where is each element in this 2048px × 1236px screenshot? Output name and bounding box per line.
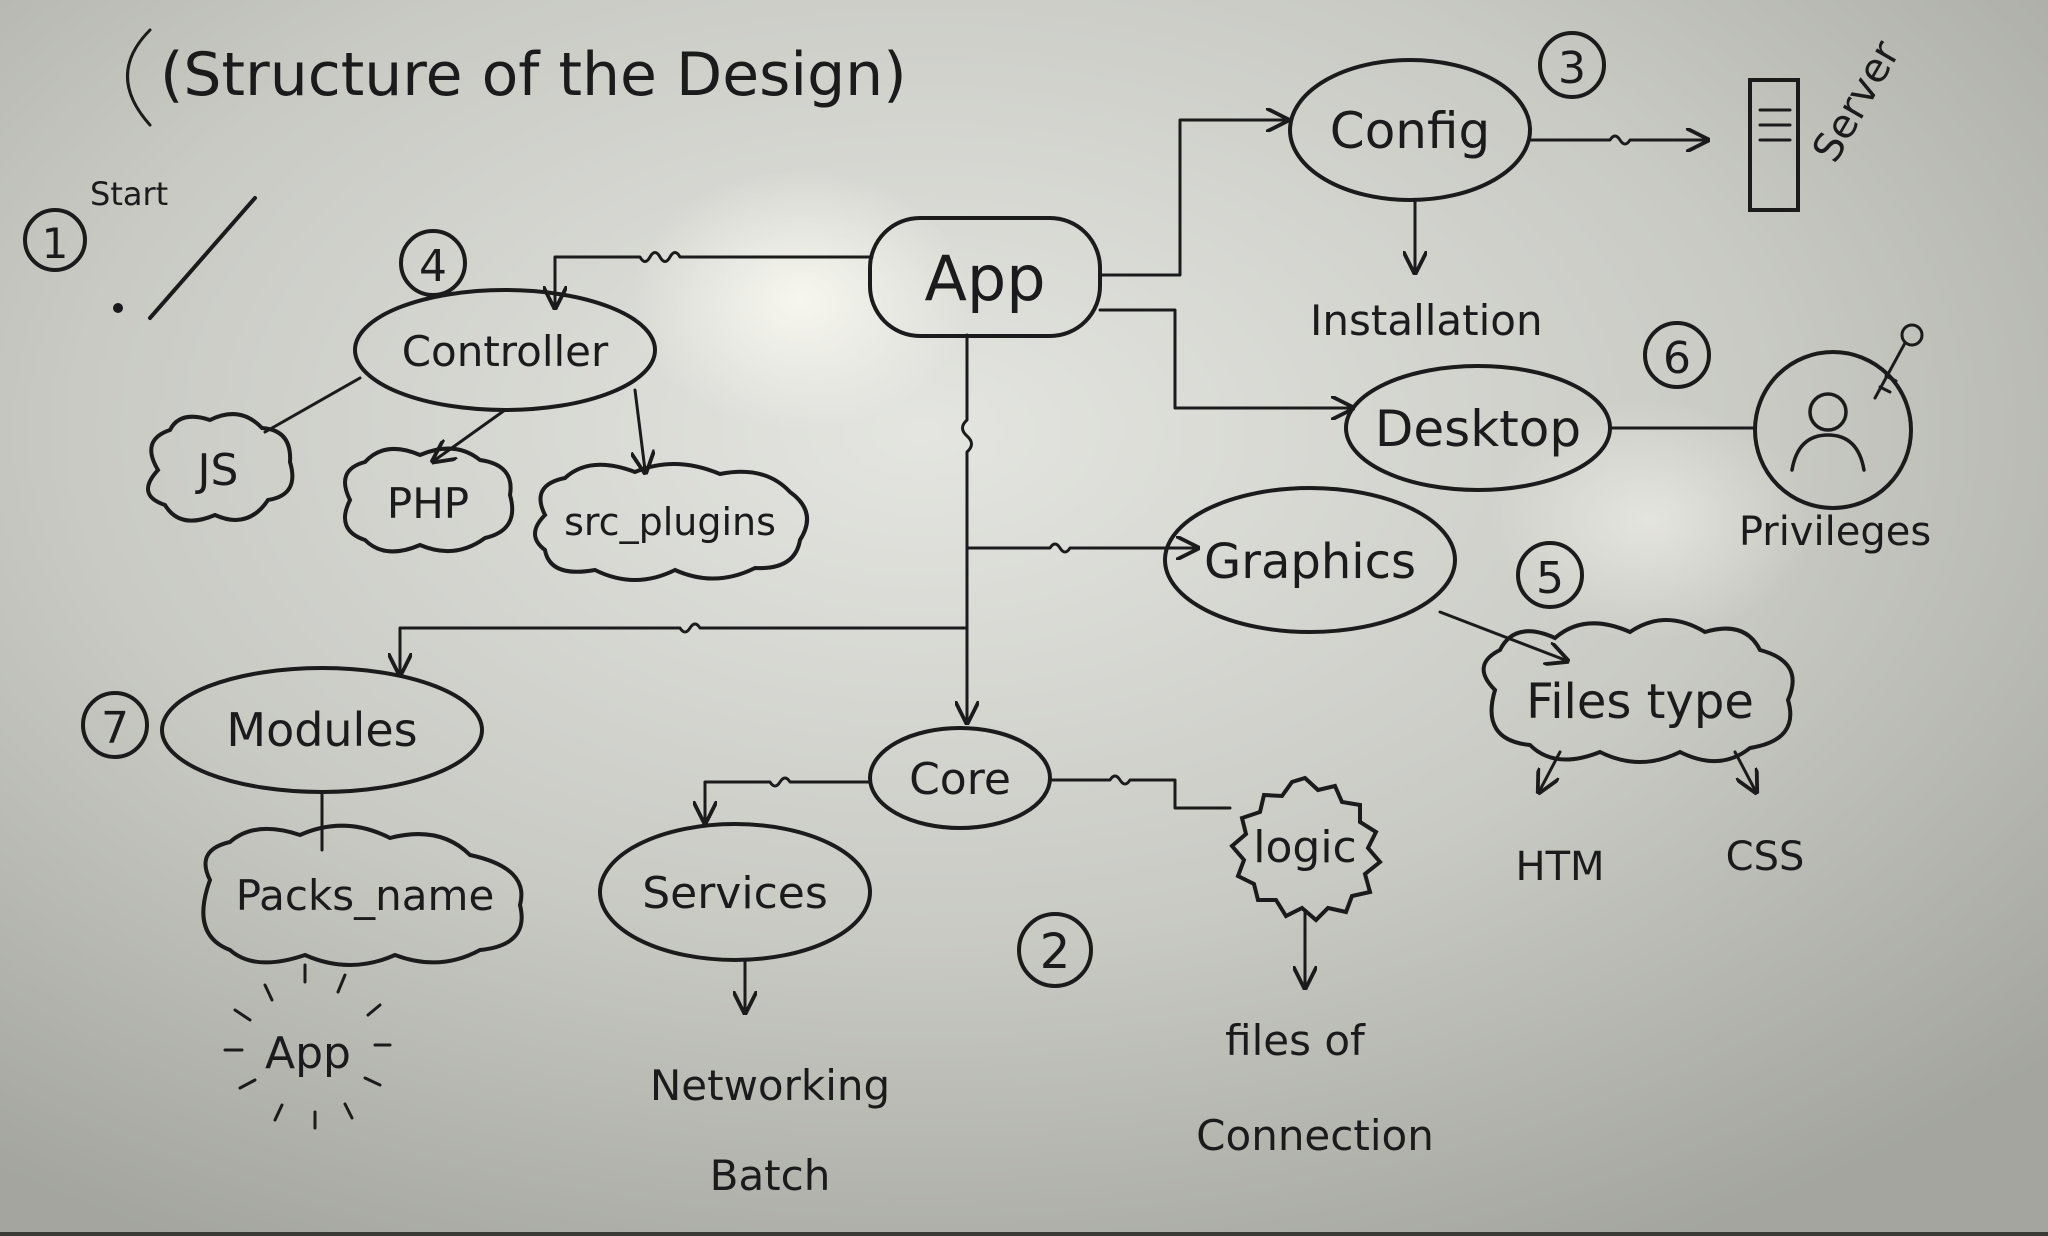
js-node [146, 412, 295, 523]
modules-label: Modules [226, 703, 417, 757]
title-label: (Structure of the Design) [160, 40, 907, 110]
files-of-label: files of [1225, 1016, 1366, 1065]
core-number: 2 [1040, 924, 1071, 980]
desktop-label: Desktop [1375, 400, 1581, 458]
modules-app-label: App [265, 1028, 351, 1079]
networking-label: Networking [650, 1061, 890, 1110]
graphics-number-circle [1516, 541, 1584, 609]
htm-label: HTM [1515, 844, 1604, 890]
start-label: Start [90, 175, 168, 213]
logic-label: logic [1253, 822, 1357, 873]
key-icon [1873, 323, 1924, 400]
start-number-circle [23, 208, 87, 272]
core-label: Core [909, 754, 1011, 805]
packs-name-label: Packs_name [236, 871, 495, 920]
css-label: CSS [1726, 834, 1805, 880]
connector-app-core [963, 333, 972, 720]
desktop-number: 6 [1663, 333, 1691, 384]
files-type-label: Files type [1526, 674, 1754, 730]
core-node [868, 726, 1052, 830]
controller-node [353, 288, 657, 412]
php-node [343, 446, 515, 554]
controller-label: Controller [402, 327, 609, 376]
connector-controller-js [263, 376, 362, 434]
app-node [868, 216, 1102, 338]
controller-number: 4 [419, 241, 447, 292]
connectors [263, 120, 1755, 1010]
modules-number: 7 [101, 703, 129, 754]
server-icon-lines [1758, 108, 1792, 142]
src-plugins-label: src_plugins [564, 500, 776, 544]
connector-controller-php [435, 408, 507, 460]
graphics-label: Graphics [1204, 534, 1416, 590]
desktop-number-circle [1643, 321, 1711, 389]
packs-name-node [201, 823, 524, 967]
light-glare [630, 170, 970, 430]
services-node [598, 822, 872, 962]
batch-label: Batch [710, 1151, 831, 1200]
logic-node [1229, 775, 1383, 923]
desktop-node [1344, 364, 1612, 492]
app-label: App [924, 242, 1045, 315]
modules-app-rays [223, 963, 392, 1130]
config-node [1288, 58, 1532, 202]
light-glare-right [1490, 400, 1810, 640]
connector-controller-plugins [635, 388, 645, 470]
connector-config-server [1528, 136, 1705, 144]
connector-graphics-filestype [1438, 610, 1565, 660]
title-open-paren [126, 28, 152, 127]
files-type-node [1481, 618, 1795, 764]
privileges-label: Privileges [1739, 509, 1931, 555]
connector-app-desktop [1098, 308, 1350, 408]
config-number: 3 [1558, 43, 1586, 94]
connector-core-services [705, 776, 872, 820]
user-icon [1790, 392, 1866, 472]
modules-node [160, 666, 484, 794]
graphics-number: 5 [1536, 553, 1564, 604]
controller-number-circle [399, 229, 467, 297]
connection-label: Connection [1196, 1111, 1434, 1160]
connector-app-controller [555, 251, 874, 306]
core-number-circle [1017, 912, 1093, 988]
src-plugins-node [533, 462, 810, 582]
config-number-circle [1538, 31, 1606, 99]
connector-trunk-modules [400, 622, 969, 672]
server-icon [1748, 78, 1800, 212]
config-label: Config [1330, 102, 1490, 160]
connector-app-config [1098, 120, 1285, 277]
connector-trunk-graphics [965, 544, 1195, 552]
connector-core-logic [1048, 774, 1232, 810]
start-slash [148, 196, 257, 320]
services-label: Services [642, 868, 828, 919]
connector-filestype-css [1733, 750, 1755, 790]
graphics-node [1163, 486, 1457, 634]
start-dot [113, 303, 123, 313]
js-label: JS [195, 445, 239, 496]
modules-number-circle [81, 691, 149, 759]
start-number: 1 [42, 219, 69, 268]
installation-label: Installation [1310, 296, 1543, 345]
privileges-circle [1753, 350, 1913, 510]
php-label: PHP [387, 479, 469, 528]
